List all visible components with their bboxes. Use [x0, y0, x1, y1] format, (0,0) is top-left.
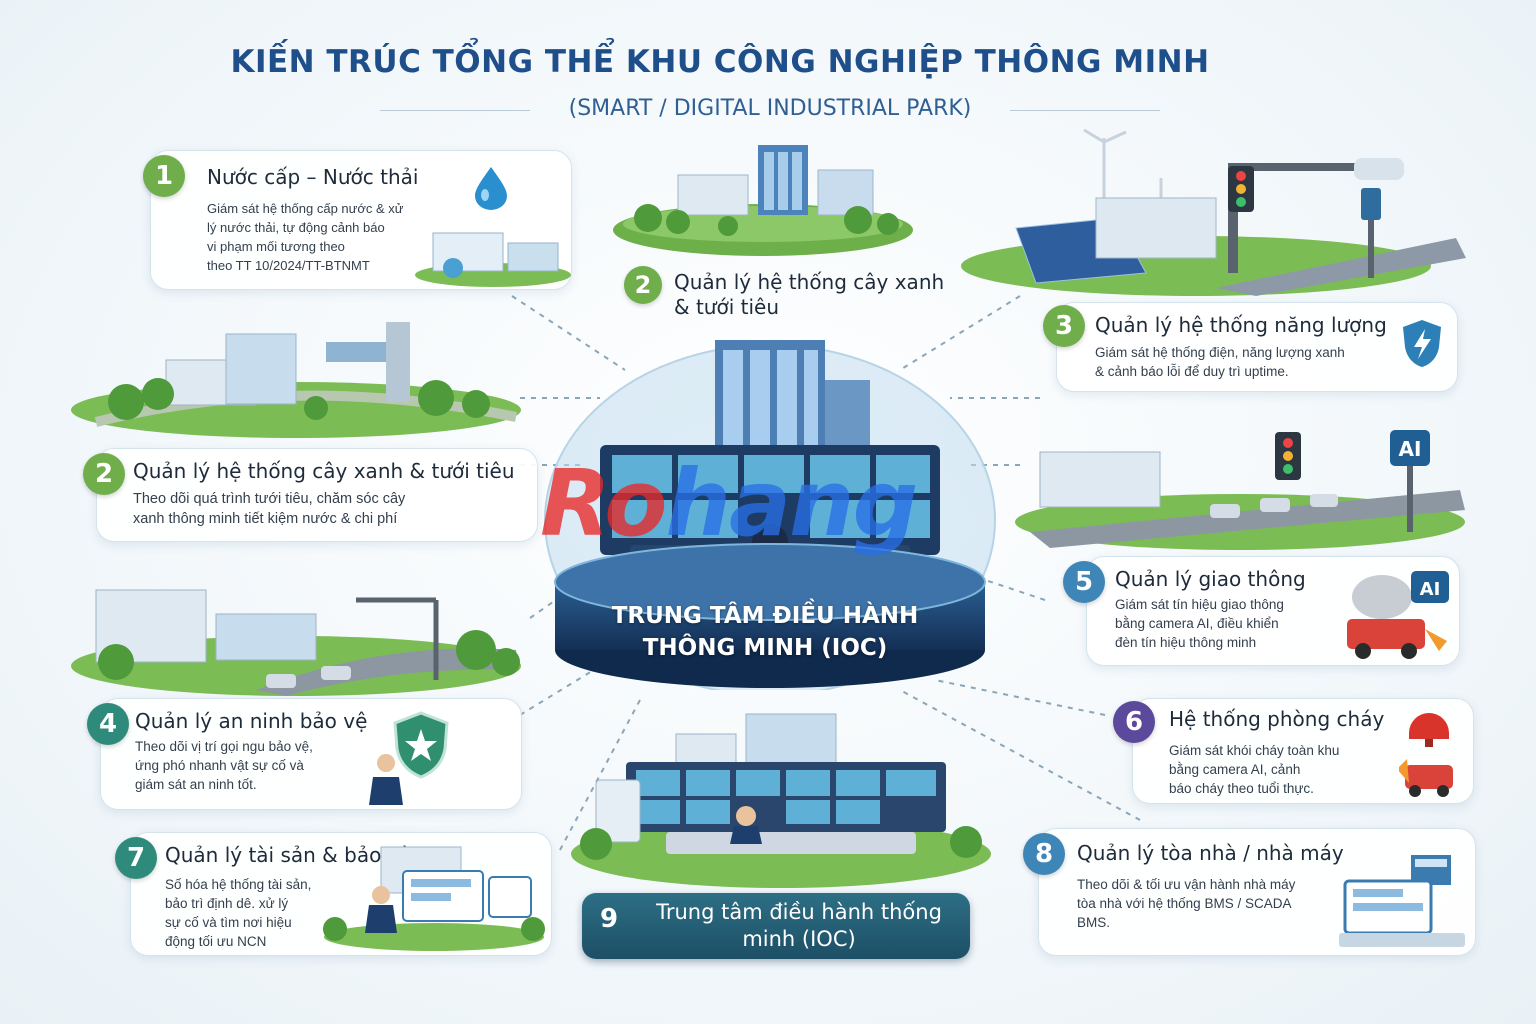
card-description: Giám sát hệ thống điện, năng lượng xanh … [1095, 345, 1345, 379]
card-number-badge: 1 [143, 155, 185, 197]
card-description: Theo dõi & tối ưu vận hành nhà máy tòa n… [1077, 877, 1296, 930]
greenery-irrigation-illustration [71, 322, 521, 438]
subtitle-divider-left [380, 110, 530, 111]
subtitle-divider-right [1010, 110, 1160, 111]
subtitle-block: (SMART / DIGITAL INDUSTRIAL PARK) [380, 96, 1160, 126]
ai-badge-icon: AI [1399, 437, 1422, 461]
card-title: Quản lý hệ thống năng lượng [1095, 313, 1387, 337]
card-number-badge: 2 [83, 453, 125, 495]
card-number-badge: 7 [115, 837, 157, 879]
card-description: Giám sát khói cháy toàn khu bằng camera … [1169, 743, 1340, 796]
card-greenery[interactable]: 2 Quản lý hệ thống cây xanh & tưới tiêu … [83, 448, 538, 542]
svg-text:AI: AI [1420, 579, 1441, 600]
energy-solar-illustration [961, 128, 1466, 296]
page-title: KIẾN TRÚC TỔNG THỂ KHU CÔNG NGHIỆP THÔNG… [230, 44, 1210, 80]
card-description: Theo dõi vị trí gọi ngu bảo vệ, ứng phó … [135, 739, 313, 792]
card-traffic[interactable]: 5 Quản lý giao thông Giám sát tín hiệu g… [1063, 556, 1460, 666]
card-security[interactable]: 4 Quản lý an ninh bảo vệ Theo dõi vị trí… [87, 698, 522, 810]
water-plant-illustration [415, 232, 571, 287]
card-water-supply[interactable]: 1 Nước cấp – Nước thải Giám sát hệ thống… [143, 150, 572, 290]
water-drop-icon [475, 167, 507, 210]
watermark-logo: Rohang [540, 450, 918, 557]
card-number-badge: 2 [624, 266, 662, 304]
card-building-factory[interactable]: 8 Quản lý tòa nhà / nhà máy Theo dõi & t… [1023, 828, 1476, 956]
card-title: Quản lý tài sản & bảo trì [165, 843, 410, 867]
card-description: Theo dõi quá trình tưới tiêu, chăm sóc c… [133, 491, 406, 527]
ioc-center-label: TRUNG TÂM ĐIỀU HÀNH THÔNG MINH (IOC) [611, 603, 919, 661]
card-title: Quản lý tòa nhà / nhà máy [1077, 841, 1344, 865]
card-number-badge: 5 [1063, 561, 1105, 603]
fire-alarm-icon [1399, 713, 1453, 797]
fire-truck-illustration: AI [1347, 571, 1449, 659]
ioc-center-scene [544, 340, 996, 690]
security-road-illustration [71, 589, 521, 696]
card-title: Quản lý giao thông [1115, 567, 1306, 591]
card-number-badge: 6 [1113, 701, 1155, 743]
card-title: Hệ thống phòng cháy [1169, 707, 1385, 731]
card-ioc-center[interactable]: 9 Trung tâm điều hành thống minh (IOC) [582, 893, 970, 959]
green-park-illustration-top [613, 145, 913, 256]
card-energy[interactable]: 3 Quản lý hệ thống năng lượng Giám sát h… [1043, 302, 1458, 392]
card-greenery-top[interactable]: 2 Quản lý hệ thống cây xanh & tưới tiêu [624, 264, 964, 324]
security-guard-illustration [369, 754, 403, 805]
card-title: Nước cấp – Nước thải [207, 165, 419, 189]
card-title: Quản lý hệ thống cây xanh & tưới tiêu [133, 459, 515, 483]
card-fire-system[interactable]: 6 Hệ thống phòng cháy Giám sát khói cháy… [1113, 698, 1474, 804]
card-description: Giám sát hệ thống cấp nước & xử lý nước … [207, 201, 404, 273]
card-number-badge: 9 [600, 904, 619, 934]
traffic-ai-illustration: AI [1015, 430, 1465, 550]
lightning-shield-icon [1403, 320, 1441, 367]
card-title: Quản lý an ninh bảo vệ [135, 709, 368, 733]
card-description: Giám sát tín hiệu giao thông bằng camera… [1115, 597, 1284, 650]
card-number-badge: 4 [87, 703, 129, 745]
card-title: Trung tâm điều hành thống minh (IOC) [656, 900, 942, 951]
card-assets-maintenance[interactable]: 7 Quản lý tài sản & bảo trì Số hóa hệ th… [115, 832, 552, 956]
page-subtitle: (SMART / DIGITAL INDUSTRIAL PARK) [568, 96, 972, 121]
control-room-illustration [571, 713, 991, 888]
card-number-badge: 8 [1023, 833, 1065, 875]
maintenance-illustration [323, 846, 545, 951]
bms-scada-illustration [1339, 855, 1465, 947]
card-title: Quản lý hệ thống cây xanh & tưới tiêu [674, 270, 945, 319]
card-description: Số hóa hệ thống tài sản, bảo trì định dê… [165, 877, 312, 949]
star-shield-icon [393, 711, 449, 779]
card-number-badge: 3 [1043, 305, 1085, 347]
